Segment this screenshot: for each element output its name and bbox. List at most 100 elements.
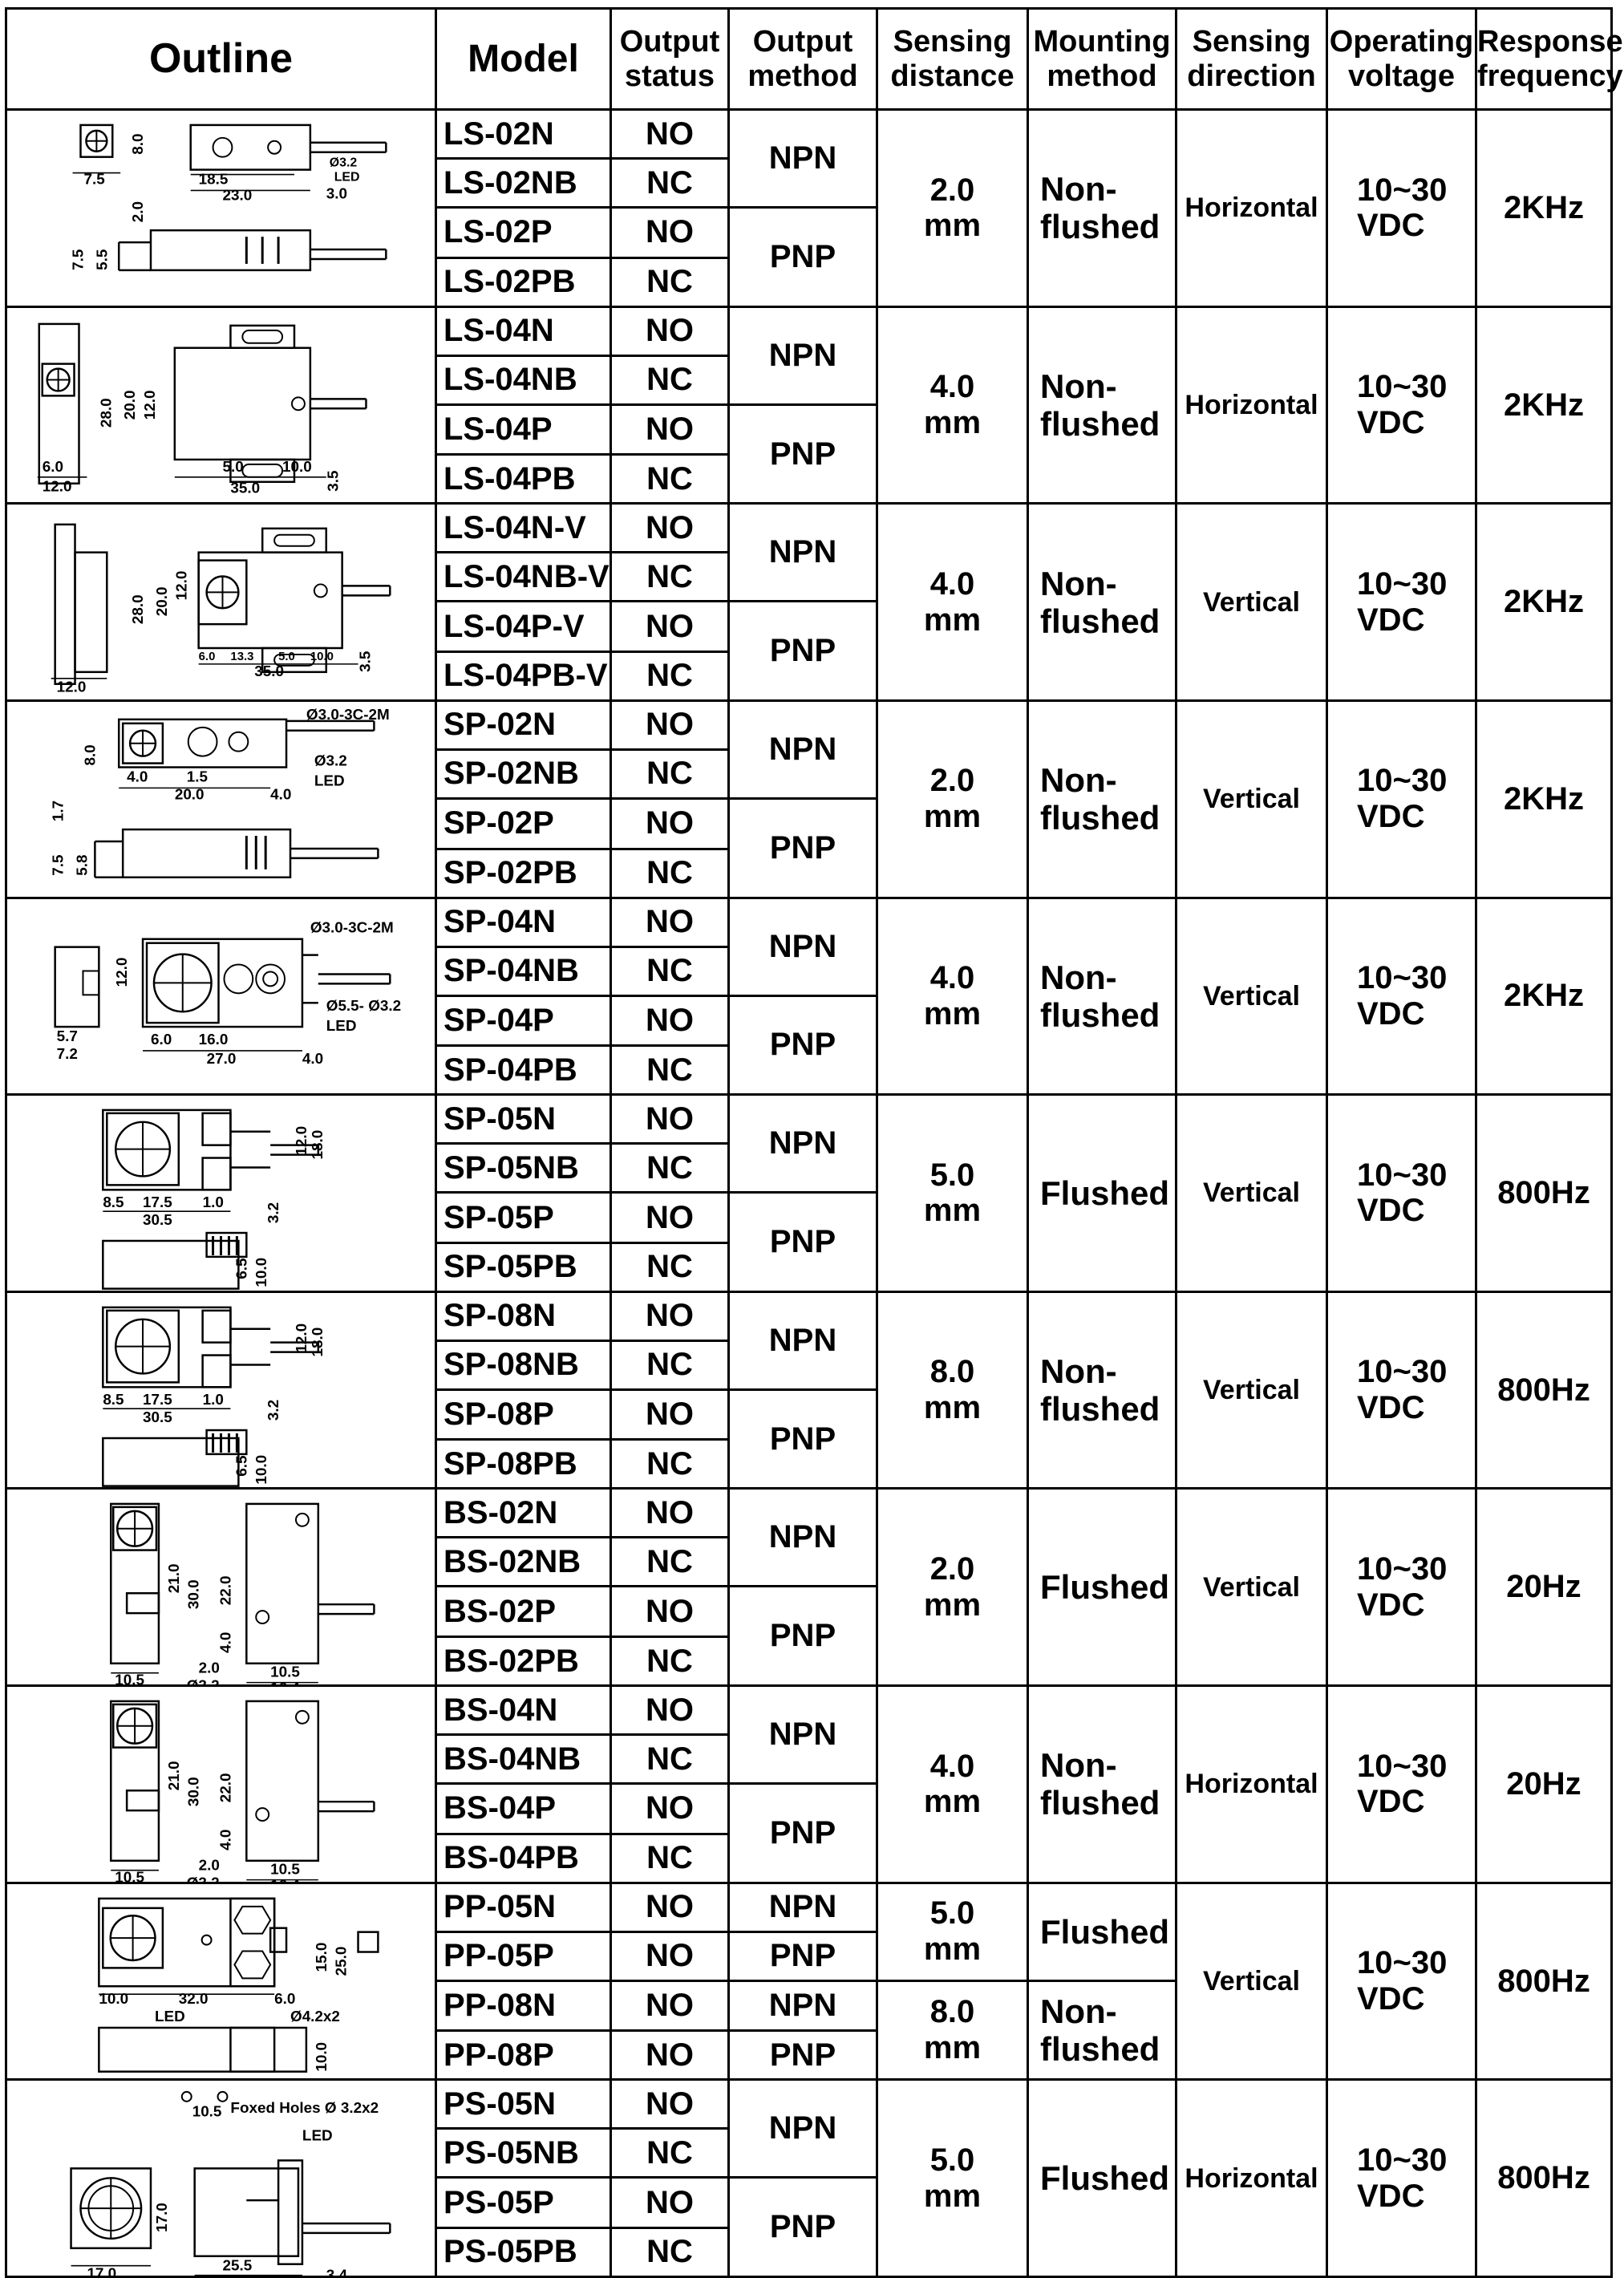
dimension-label: 12.0 xyxy=(294,1323,310,1353)
dimension-label: 18.0 xyxy=(310,1327,326,1357)
output-status: NO xyxy=(610,2029,730,2081)
output-status: NC xyxy=(610,748,730,800)
sensing-direction: Horizontal xyxy=(1175,2078,1328,2278)
operating-voltage: 10~30 VDC xyxy=(1326,2078,1477,2278)
output-status: NC xyxy=(610,453,730,505)
dimension-label: 1.7 xyxy=(51,801,67,821)
dimension-label: Foxed Holes Ø 3.2x2 xyxy=(230,2100,379,2117)
output-status: NO xyxy=(610,699,730,751)
model-name: PP-05P xyxy=(435,1930,612,1982)
output-status: NO xyxy=(610,2176,730,2229)
model-name: BS-02N xyxy=(435,1487,612,1539)
dimension-label: 15.0 xyxy=(314,1942,330,1972)
model-name: BS-04P xyxy=(435,1782,612,1835)
model-name: LS-04P-V xyxy=(435,600,612,653)
dimension-label: 5.7 xyxy=(57,1028,78,1044)
header-output-status: Output status xyxy=(610,7,730,111)
sensing-distance: 8.0 mm xyxy=(876,1290,1029,1490)
dimension-label: 7.5 xyxy=(51,854,67,875)
output-method: PNP xyxy=(727,206,878,308)
output-status: NO xyxy=(610,1093,730,1145)
dimension-label: 10.5 xyxy=(115,1870,144,1882)
mounting-method: Flushed xyxy=(1027,1881,1177,1982)
dimension-label: 6.5 xyxy=(233,1455,250,1476)
response-frequency: 2KHz xyxy=(1475,108,1613,308)
dimension-label: 10.5 xyxy=(270,1862,300,1879)
dimension-label: 25.5 xyxy=(222,2258,252,2275)
output-method: NPN xyxy=(727,2078,878,2179)
model-name: LS-02N xyxy=(435,108,612,160)
dimension-label: 35.0 xyxy=(254,663,284,680)
spec-sheet: Outline Model Output status Output metho… xyxy=(5,7,1623,2278)
response-frequency: 2KHz xyxy=(1475,502,1613,702)
operating-voltage: 10~30 VDC xyxy=(1326,1684,1477,1884)
operating-voltage: 10~30 VDC xyxy=(1326,699,1477,899)
dimension-label: LED xyxy=(326,1018,357,1035)
output-method: NPN xyxy=(727,1979,878,2033)
model-name: SP-04PB xyxy=(435,1044,612,1096)
sensing-distance: 5.0 mm xyxy=(876,1881,1029,1982)
dimension-label: 4.0 xyxy=(302,1050,323,1067)
model-name: PS-05P xyxy=(435,2176,612,2229)
mounting-method: Non- flushed xyxy=(1027,1979,1177,2081)
model-name: LS-04PB xyxy=(435,453,612,505)
dimension-label: 21.0 xyxy=(166,1564,183,1594)
dimension-label: 8.5 xyxy=(103,1392,124,1409)
operating-voltage: 10~30 VDC xyxy=(1326,305,1477,505)
operating-voltage: 10~30 VDC xyxy=(1326,1487,1477,1687)
sensing-distance: 4.0 mm xyxy=(876,502,1029,702)
dimension-label: 35.0 xyxy=(230,480,260,497)
header-outline: Outline xyxy=(5,7,437,111)
dimension-label: 7.2 xyxy=(57,1045,78,1062)
dimension-label: 10.0 xyxy=(253,1258,270,1287)
dimension-label: 10.5 xyxy=(270,1664,300,1681)
model-name: SP-02P xyxy=(435,796,612,850)
dimension-label: 30.5 xyxy=(143,1409,172,1426)
model-name: SP-04P xyxy=(435,994,612,1048)
output-status: NO xyxy=(610,1684,730,1736)
sensing-distance: 5.0 mm xyxy=(876,1093,1029,1293)
outline-drawing: 21.030.022.04.010.52.0Ø3.210.516.4 xyxy=(5,1487,437,1687)
output-status: NC xyxy=(610,354,730,406)
sensing-direction: Vertical xyxy=(1175,1881,1328,2081)
dimension-label: 1.5 xyxy=(187,768,208,785)
model-name: PP-08N xyxy=(435,1979,612,2033)
model-name: SP-05P xyxy=(435,1191,612,1244)
output-status: NC xyxy=(610,1142,730,1194)
dimension-label: 17.0 xyxy=(87,2266,116,2276)
output-status: NC xyxy=(610,256,730,308)
model-name: BS-02PB xyxy=(435,1636,612,1687)
dimension-label: 10.0 xyxy=(314,2042,330,2072)
sensing-direction: Vertical xyxy=(1175,1290,1328,1490)
dimension-label: 30.0 xyxy=(186,1580,203,1610)
dimension-label: 6.0 xyxy=(151,1031,172,1048)
model-name: SP-04NB xyxy=(435,945,612,997)
table-row: 21.030.022.04.010.52.0Ø3.210.516.4BS-02N… xyxy=(5,1487,1613,1687)
dimension-label: 5.0 xyxy=(278,651,295,663)
output-status: NC xyxy=(610,2127,730,2179)
dimension-label: 4.0 xyxy=(217,1632,234,1653)
model-name: PP-05N xyxy=(435,1881,612,1933)
sensing-direction: Vertical xyxy=(1175,502,1328,702)
operating-voltage: 10~30 VDC xyxy=(1326,1093,1477,1293)
sensing-direction: Horizontal xyxy=(1175,108,1328,308)
dimension-label: 20.0 xyxy=(154,587,171,617)
